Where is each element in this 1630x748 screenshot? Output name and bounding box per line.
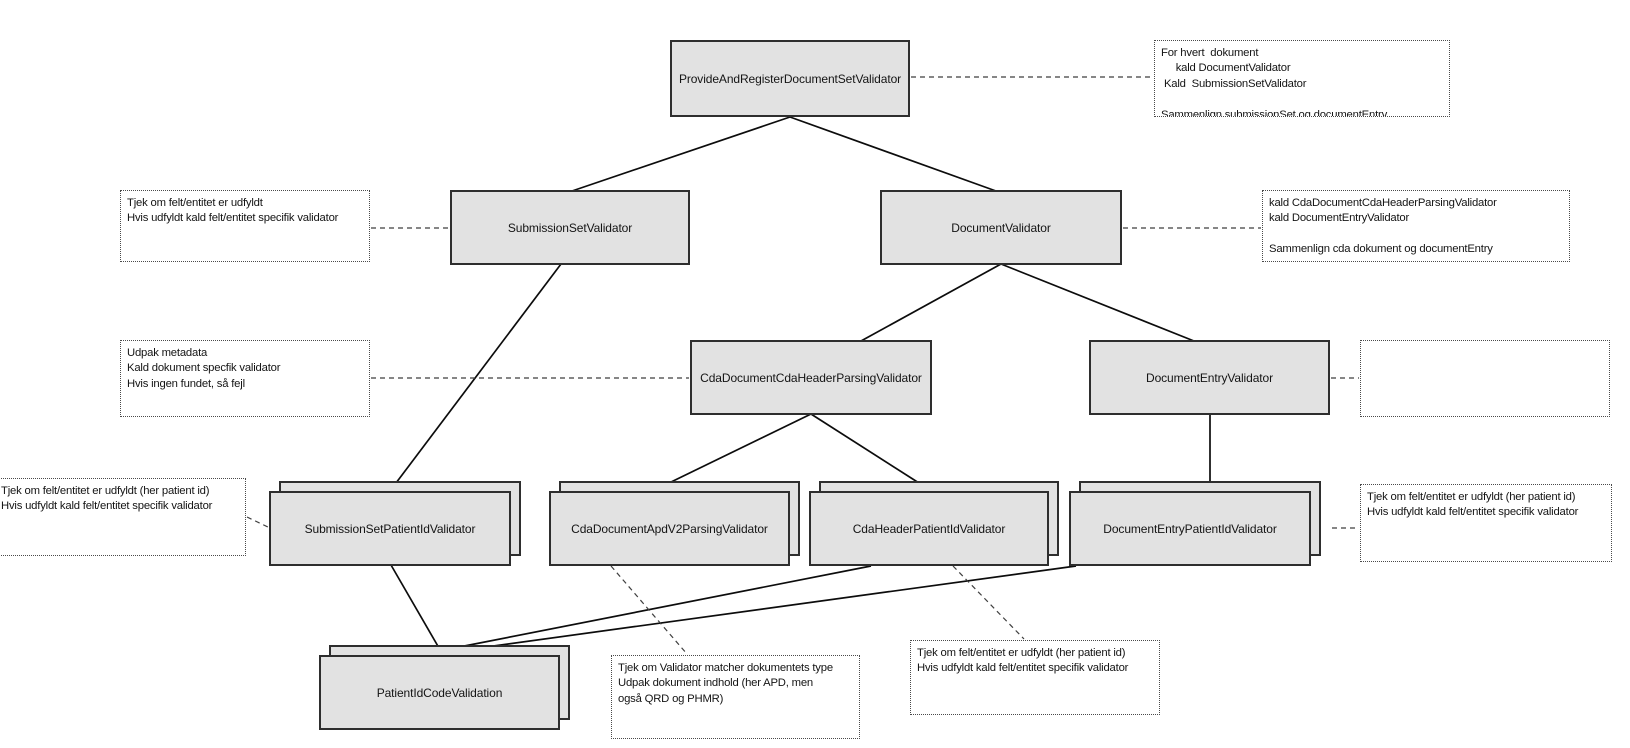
annotation-link-edge-8: [952, 565, 1025, 640]
note-line: Tjek om felt/entitet er udfyldt (her pat…: [1, 485, 210, 497]
inheritance-edge-3: [860, 263, 1002, 342]
note-document-validator: kald CdaDocumentCdaHeaderParsingValidato…: [1262, 190, 1570, 262]
inheritance-edge-1: [789, 116, 997, 192]
note-submission-set-patient-id: Tjek om felt/entitet er udfyldt (her pat…: [0, 478, 246, 556]
note-line: [1269, 227, 1563, 242]
node-label: ProvideAndRegisterDocumentSetValidator: [678, 71, 902, 86]
note-line: Udpak metadata: [127, 347, 208, 359]
node-patient-id-code-validation: PatientIdCodeValidation: [319, 655, 560, 730]
annotation-link-edge-7: [610, 565, 688, 655]
note-line: også QRD og PHMR): [618, 692, 724, 705]
note-line: For hvert dokument: [1161, 47, 1259, 59]
note-line: Tjek om Validator matcher dokumentets ty…: [618, 662, 833, 674]
inheritance-edge-6: [810, 413, 920, 484]
note-line: Hvis udfyldt kald felt/entitet specifik …: [917, 662, 1129, 675]
node-label: DocumentEntryValidator: [1146, 370, 1273, 385]
node-label: CdaDocumentApdV2ParsingValidator: [571, 521, 768, 536]
note-line: Hvis udfyldt kald felt/entitet specifik …: [127, 212, 339, 225]
note-line: Kald SubmissionSetValidator: [1161, 77, 1307, 90]
note-line: kald DocumentEntryValidator: [1269, 212, 1410, 225]
note-apd-v2-parsing: Tjek om Validator matcher dokumentets ty…: [611, 655, 860, 739]
node-document-entry-validator: DocumentEntryValidator: [1089, 340, 1330, 415]
annotation-link-edge-5: [246, 516, 271, 529]
inheritance-edge-8: [390, 564, 440, 649]
node-provide-and-register-document-set-validator: ProvideAndRegisterDocumentSetValidator: [670, 40, 910, 117]
note-line: Hvis udfyldt kald felt/entitet specifik …: [1367, 506, 1579, 519]
node-label: PatientIdCodeValidation: [376, 685, 503, 700]
inheritance-edge-4: [1000, 263, 1195, 342]
note-line: kald DocumentValidator: [1161, 62, 1291, 75]
note-line: Hvis udfyldt kald felt/entitet specifik …: [1, 500, 213, 513]
node-label: CdaDocumentCdaHeaderParsingValidator: [700, 370, 922, 385]
node-cda-header-patient-id-validator: CdaHeaderPatientIdValidator: [809, 491, 1049, 566]
node-document-entry-patient-id-validator: DocumentEntryPatientIdValidator: [1069, 491, 1311, 566]
note-line: Sammenlign submissionSet og documentEntr…: [1161, 108, 1388, 117]
note-line: Tjek om felt/entitet er udfyldt (her pat…: [917, 647, 1126, 659]
note-line: Tjek om felt/entitet er udfyldt (her pat…: [1367, 491, 1576, 503]
inheritance-edge-10: [456, 565, 1077, 652]
node-submission-set-patient-id-validator: SubmissionSetPatientIdValidator: [269, 491, 511, 566]
node-cda-document-apd-v2-parsing-validator: CdaDocumentApdV2ParsingValidator: [549, 491, 790, 566]
node-label: SubmissionSetPatientIdValidator: [304, 521, 476, 536]
note-provide-and-register: For hvert dokument kald DocumentValidato…: [1154, 40, 1450, 117]
note-line: [1161, 92, 1443, 107]
note-line: Kald dokument specfik validator: [127, 362, 281, 375]
note-line: Tjek om felt/entitet er udfyldt: [127, 197, 263, 209]
node-label: SubmissionSetValidator: [507, 220, 633, 235]
inheritance-edge-0: [571, 116, 791, 192]
node-label: DocumentValidator: [951, 220, 1051, 235]
node-cda-document-cda-header-parsing-validator: CdaDocumentCdaHeaderParsingValidator: [690, 340, 932, 415]
note-line: Sammenlign cda dokument og documentEntry: [1269, 243, 1493, 256]
node-document-validator: DocumentValidator: [880, 190, 1122, 265]
node-submission-set-validator: SubmissionSetValidator: [450, 190, 690, 265]
node-label: CdaHeaderPatientIdValidator: [852, 521, 1006, 536]
note-document-entry-empty: [1360, 340, 1610, 417]
note-line: kald CdaDocumentCdaHeaderParsingValidato…: [1269, 197, 1497, 209]
inheritance-edge-9: [448, 565, 872, 650]
inheritance-edge-5: [668, 413, 812, 484]
note-cda-header-patient-id: Tjek om felt/entitet er udfyldt (her pat…: [910, 640, 1160, 715]
note-line: Udpak dokument indhold (her APD, men: [618, 677, 814, 690]
inheritance-edge-2: [395, 263, 562, 484]
node-label: DocumentEntryPatientIdValidator: [1103, 521, 1277, 536]
note-line: Hvis ingen fundet, så fejl: [127, 377, 245, 390]
note-document-entry-patient-id: Tjek om felt/entitet er udfyldt (her pat…: [1360, 484, 1612, 562]
